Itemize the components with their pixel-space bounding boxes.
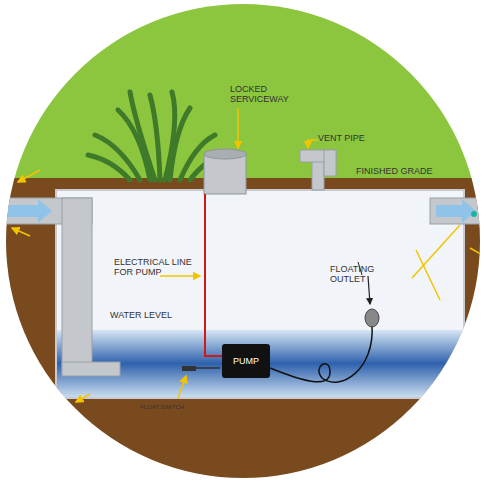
pump-box: PUMP — [222, 344, 270, 378]
part-label: WATER LEVEL — [110, 310, 190, 320]
part-label: LOCKED SERVICEWAY — [230, 84, 290, 104]
part-label: FLOAT SWITCH — [140, 402, 200, 412]
pump-label: PUMP — [233, 356, 259, 366]
part-label: FLOATING OUTLET — [330, 264, 410, 284]
part-label: ELECTRICAL LINE FOR PUMP — [114, 257, 194, 277]
part-label: FINISHED GRADE — [356, 166, 446, 176]
part-label: VENT PIPE — [318, 133, 378, 143]
